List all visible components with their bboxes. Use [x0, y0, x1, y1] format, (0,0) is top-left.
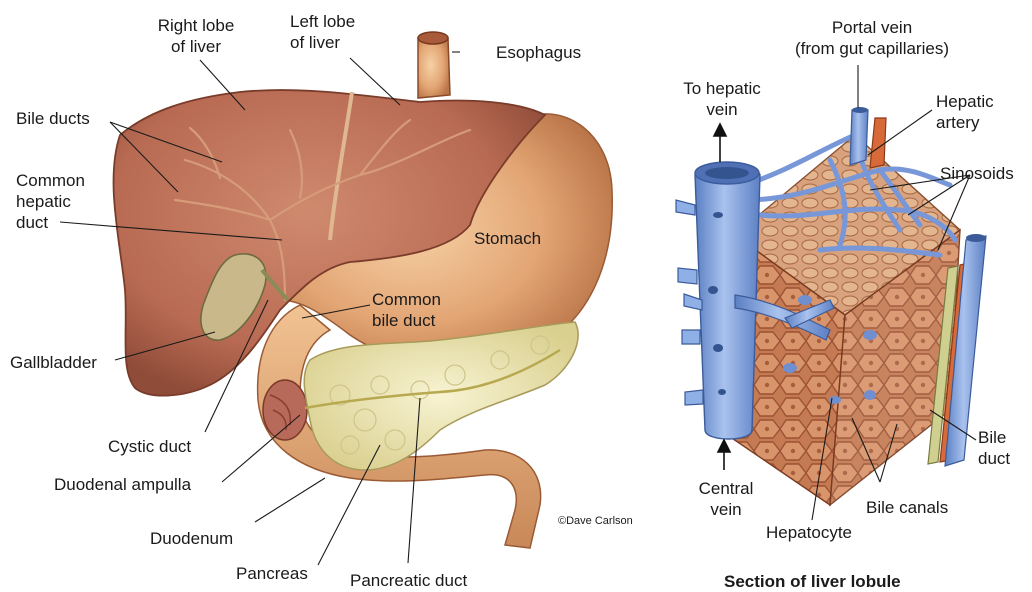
- label-bile-duct: Bile duct: [978, 427, 1030, 469]
- label-pancreas: Pancreas: [236, 563, 336, 584]
- label-left-lobe: Left lobe of liver: [290, 11, 380, 53]
- label-to-hepatic-vein: To hepatic vein: [672, 78, 772, 120]
- label-cystic-duct: Cystic duct: [108, 436, 218, 457]
- label-esophagus: Esophagus: [496, 42, 606, 63]
- label-hepatic-artery: Hepatic artery: [936, 91, 1016, 133]
- caption-section-of-liver-lobule: Section of liver lobule: [724, 571, 944, 592]
- label-pancreatic-duct: Pancreatic duct: [350, 570, 500, 591]
- label-bile-ducts: Bile ducts: [16, 108, 116, 129]
- label-common-hepatic-duct: Common hepatic duct: [16, 170, 116, 233]
- label-central-vein: Central vein: [686, 478, 766, 520]
- label-duodenal-ampulla: Duodenal ampulla: [54, 474, 224, 495]
- label-bile-canals: Bile canals: [866, 497, 976, 518]
- label-right-lobe: Right lobe of liver: [142, 15, 250, 57]
- label-stomach: Stomach: [474, 228, 564, 249]
- credit-text: ©Dave Carlson: [558, 515, 658, 528]
- pancreas-shape: [304, 322, 578, 470]
- label-portal-vein: Portal vein (from gut capillaries): [772, 17, 972, 59]
- label-common-bile-duct: Common bile duct: [372, 289, 472, 331]
- label-duodenum: Duodenum: [150, 528, 260, 549]
- label-gallbladder: Gallbladder: [10, 352, 120, 373]
- label-hepatocyte: Hepatocyte: [766, 522, 876, 543]
- esophagus-shape: [418, 32, 450, 98]
- label-sinosoids: Sinosoids: [940, 163, 1032, 184]
